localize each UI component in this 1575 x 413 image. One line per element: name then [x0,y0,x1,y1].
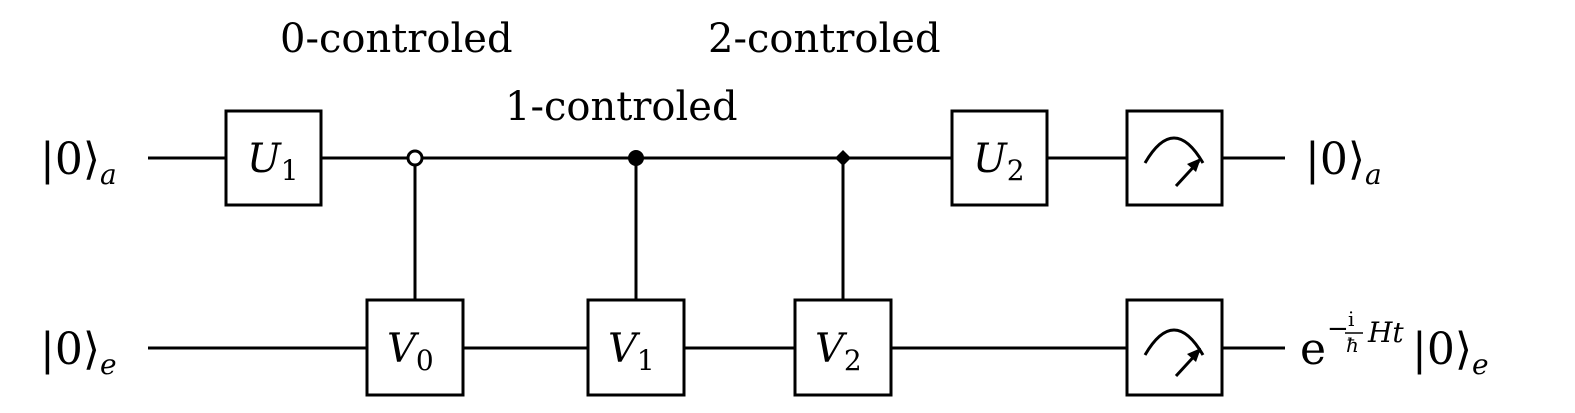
annotation-2-controlled: 2-controled [708,16,941,62]
measurement-system [1125,298,1224,397]
open-control-dot [406,149,424,167]
gate-v2: V2 [793,298,893,397]
gate-u2-sub: 2 [1007,154,1025,187]
gate-u2-label: U [973,136,1008,182]
gate-v2-label: V [815,326,848,372]
diamond-control-marker [835,150,851,166]
gate-v1: V1 [586,298,686,397]
output-ket-system: |0⟩e [1412,324,1489,381]
meter-arc-icon [1143,136,1205,164]
gate-v0-label: V [387,326,420,372]
svg-text:V1: V1 [608,326,655,377]
gate-v2-sub: 2 [844,344,862,377]
gate-v0-sub: 0 [416,344,434,377]
gate-u2: U2 [950,109,1049,207]
annotation-1-controlled: 1-controled [505,84,738,130]
gate-u1-label: U [247,136,282,182]
exp-base: e [1300,324,1326,375]
output-state-system: e − i ħ Ht |0⟩e [1300,307,1489,381]
exp-numerator: i [1348,307,1354,331]
gate-v0: V0 [365,298,465,397]
svg-text:U1: U1 [247,136,299,187]
svg-text:V2: V2 [815,326,862,377]
input-ket-ancilla: |0⟩a [40,134,117,191]
gate-v1-label: V [608,326,641,372]
annotation-0-controlled: 0-controled [280,16,513,62]
svg-text:U2: U2 [973,136,1025,187]
svg-text:V0: V0 [387,326,434,377]
input-ket-system: |0⟩e [40,324,117,381]
gate-v1-sub: 1 [637,344,655,377]
gate-u1-sub: 1 [281,154,299,187]
measurement-ancilla [1125,109,1224,207]
gate-u1: U1 [224,109,323,207]
filled-control-dot [628,150,644,166]
meter-arc-icon [1143,328,1205,356]
output-ket-ancilla: |0⟩a [1305,134,1382,191]
exp-minus: − [1327,314,1349,344]
exp-denominator: ħ [1346,333,1359,357]
exp-ht: Ht [1367,316,1404,349]
